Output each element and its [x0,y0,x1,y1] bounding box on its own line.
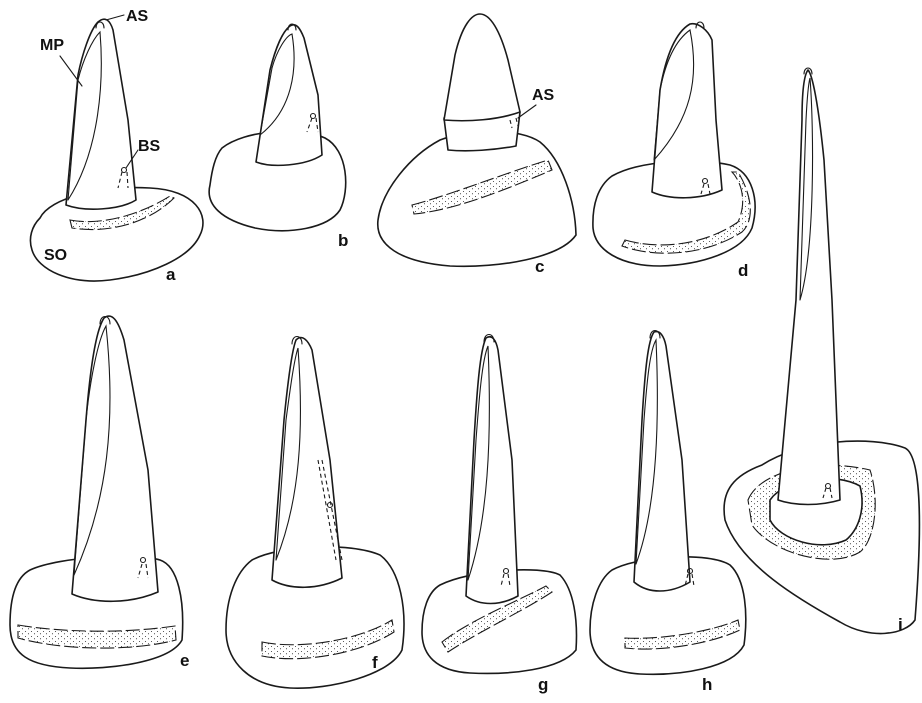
specimen-f: f [226,337,404,689]
specimen-g: g [422,335,576,695]
specimen-i: i [724,68,919,634]
spine-body-d [652,24,722,198]
panel-label-g: g [538,675,548,694]
panel-label-e: e [180,651,189,670]
specimen-e: e [10,316,189,670]
specimen-b: b [209,24,348,250]
label-as-c: AS [532,87,555,104]
label-mp: MP [40,37,64,54]
panel-label-a: a [166,265,176,284]
label-as-a: AS [126,8,149,25]
specimen-a: AS MP BS SO a [30,8,203,284]
spine-body-b [256,25,322,166]
label-bs: BS [138,138,161,155]
specimen-d: d [593,22,755,280]
panel-label-d: d [738,261,748,280]
panel-label-b: b [338,231,348,250]
panel-label-f: f [372,653,378,672]
leader-as-a [106,15,124,20]
spine-body-c [444,14,520,121]
specimen-h: h [590,331,746,695]
spine-body-i [778,70,840,505]
specimen-c: AS c [378,14,576,276]
spine-body-h [634,332,690,591]
panel-label-h: h [702,675,712,694]
label-so: SO [44,247,67,264]
panel-label-c: c [535,257,544,276]
panel-label-i: i [898,615,903,634]
